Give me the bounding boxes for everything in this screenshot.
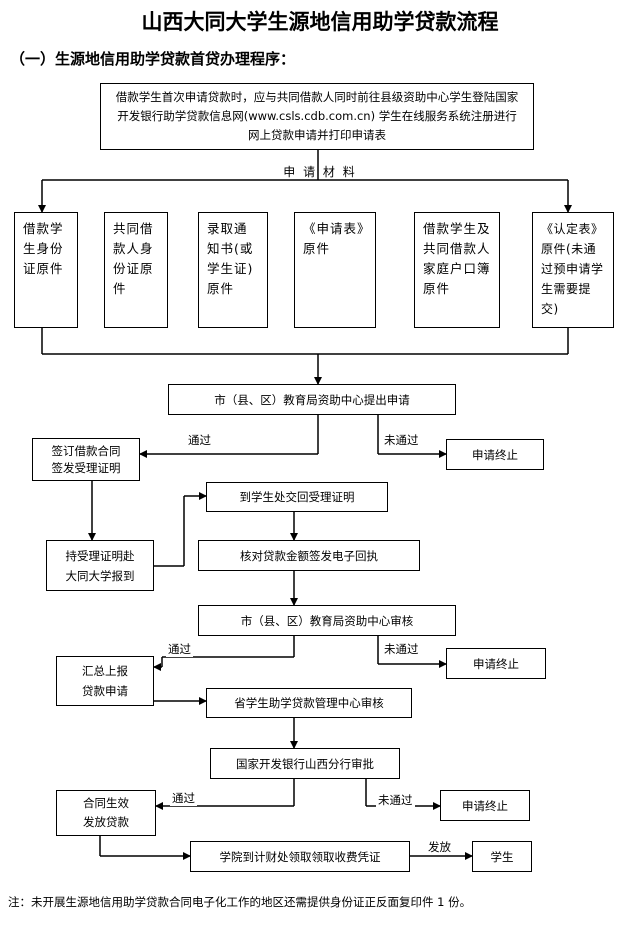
- label-fail-2: 未通过: [382, 641, 421, 657]
- material-certification-form: 《认定表》原件(未通过预申请学生需要提交): [532, 212, 614, 328]
- material-student-id: 借款学生身份证原件: [14, 212, 78, 328]
- step-province-review: 省学生助学贷款管理中心审核: [206, 688, 412, 718]
- label-issue: 发放: [426, 839, 453, 855]
- material-household-register: 借款学生及共同借款人家庭户口簿原件: [414, 212, 500, 328]
- material-household-register-text: 借款学生及共同借款人家庭户口簿原件: [423, 221, 491, 296]
- step-terminated-3: 申请终止: [440, 790, 530, 821]
- material-certification-form-text: 《认定表》原件(未通过预申请学生需要提交): [541, 222, 604, 316]
- material-co-borrower-id: 共同借款人身份证原件: [104, 212, 168, 328]
- step-contract-effective: 合同生效 发放贷款: [56, 790, 156, 836]
- step-summary-report: 汇总上报 贷款申请: [56, 656, 154, 706]
- page-title: 山西大同大学生源地信用助学贷款流程: [141, 9, 499, 34]
- step-submit-application-text: 市（县、区）教育局资助中心提出申请: [214, 392, 410, 407]
- step-verify-amount-text: 核对贷款金额签发电子回执: [240, 548, 378, 563]
- materials-label: 申 请 材 料: [283, 165, 357, 179]
- material-application-form-text: 《申请表》原件: [303, 221, 365, 256]
- step-terminated-2: 申请终止: [446, 648, 546, 679]
- step-student-text: 学生: [490, 849, 514, 864]
- material-admission-notice: 录取通知书(或学生证)原件: [198, 212, 268, 328]
- step-bank-approval-text: 国家开发银行山西分行审批: [236, 756, 374, 771]
- step-province-review-text: 省学生助学贷款管理中心审核: [234, 696, 384, 710]
- step-sign-contract: 签订借款合同 签发受理证明: [32, 438, 140, 481]
- step-bank-approval: 国家开发银行山西分行审批: [210, 748, 400, 779]
- material-student-id-text: 借款学生身份证原件: [23, 221, 64, 276]
- step-terminated-2-text: 申请终止: [473, 656, 519, 671]
- label-fail-1: 未通过: [382, 432, 421, 448]
- material-application-form: 《申请表》原件: [294, 212, 376, 328]
- step-return-proof-text: 到学生处交回受理证明: [239, 490, 355, 504]
- label-pass-1: 通过: [186, 432, 213, 448]
- step-report-to-university-text: 持受理证明赴 大同大学报到: [65, 548, 135, 583]
- step-student: 学生: [472, 841, 532, 872]
- step-contract-effective-text: 合同生效 发放贷款: [83, 796, 129, 829]
- label-fail-3: 未通过: [376, 792, 415, 808]
- step-terminated-3-text: 申请终止: [462, 798, 508, 813]
- step-collect-receipt: 学院到计财处领取领取收费凭证: [190, 841, 410, 872]
- step-submit-application: 市（县、区）教育局资助中心提出申请: [168, 384, 456, 415]
- step-return-proof: 到学生处交回受理证明: [206, 482, 388, 512]
- section-heading: （一）生源地信用助学贷款首贷办理程序：: [10, 50, 296, 68]
- material-admission-notice-text: 录取通知书(或学生证)原件: [207, 221, 254, 296]
- step-sign-contract-text: 签订借款合同 签发受理证明: [51, 443, 121, 475]
- step-initial-application-text: 借款学生首次申请贷款时，应与共同借款人同时前往县级资助中心学生登陆国家开发银行助…: [115, 90, 519, 142]
- footnote: 注：未开展生源地信用助学贷款合同电子化工作的地区还需提供身份证正反面复印件 1 …: [8, 895, 472, 909]
- step-summary-report-text: 汇总上报 贷款申请: [82, 664, 128, 698]
- step-terminated-1: 申请终止: [446, 439, 544, 470]
- material-co-borrower-id-text: 共同借款人身份证原件: [113, 221, 154, 296]
- step-review-center: 市（县、区）教育局资助中心审核: [198, 605, 456, 636]
- label-pass-3: 通过: [170, 790, 197, 806]
- step-collect-receipt-text: 学院到计财处领取领取收费凭证: [219, 849, 381, 864]
- step-report-to-university: 持受理证明赴 大同大学报到: [46, 540, 154, 591]
- step-initial-application: 借款学生首次申请贷款时，应与共同借款人同时前往县级资助中心学生登陆国家开发银行助…: [100, 83, 534, 150]
- step-review-center-text: 市（县、区）教育局资助中心审核: [240, 613, 414, 628]
- label-pass-2: 通过: [166, 641, 193, 657]
- step-terminated-1-text: 申请终止: [472, 447, 518, 462]
- step-verify-amount: 核对贷款金额签发电子回执: [198, 540, 420, 571]
